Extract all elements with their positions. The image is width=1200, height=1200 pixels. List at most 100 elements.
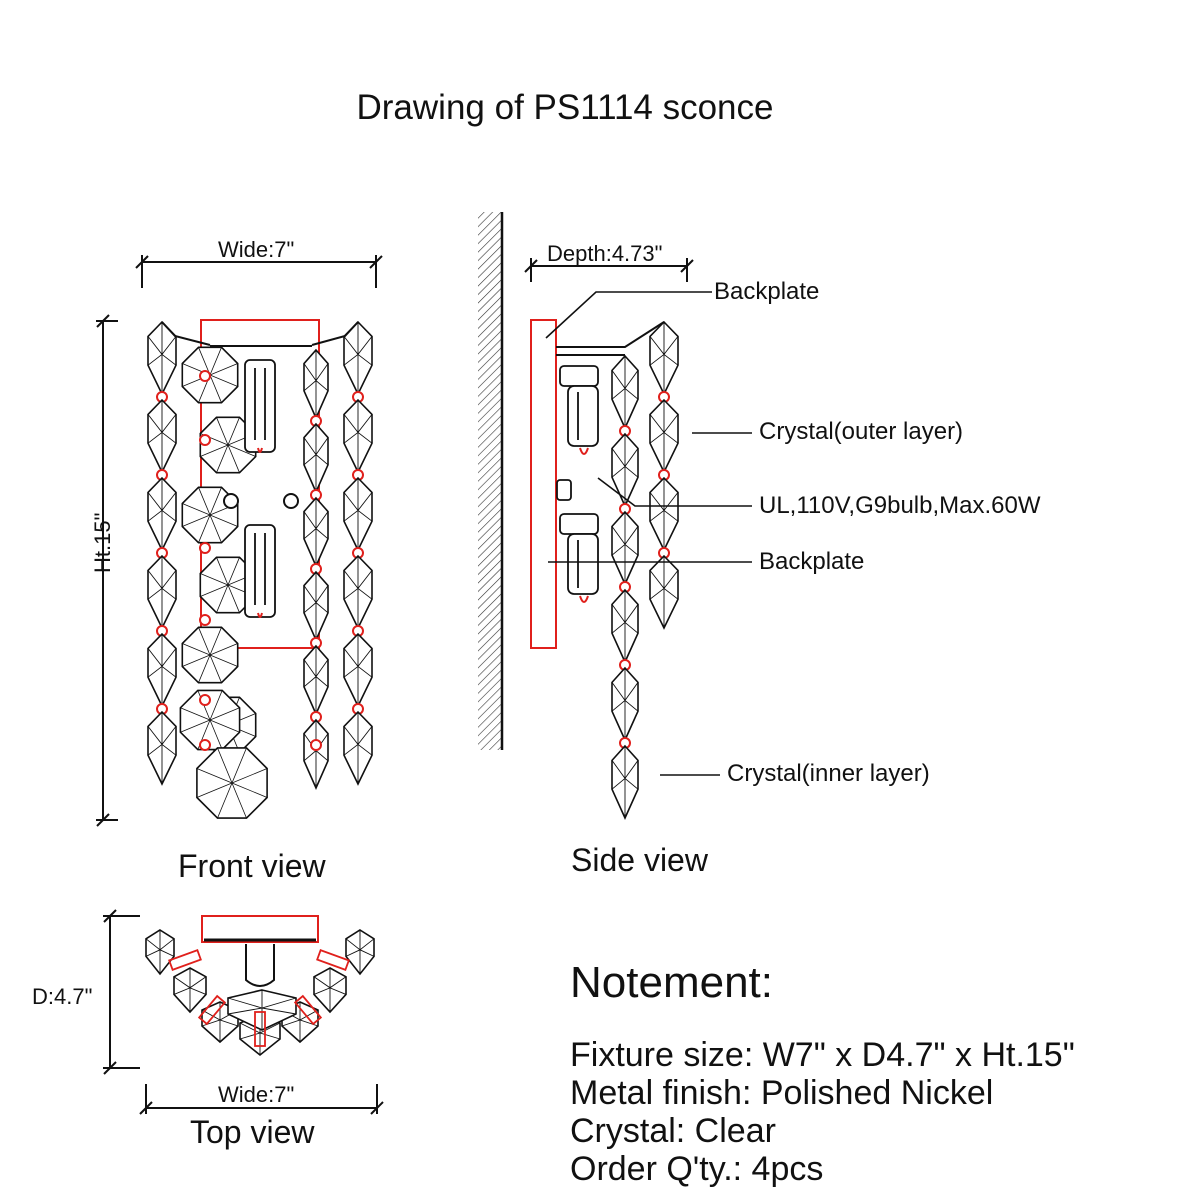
octagon-facet bbox=[182, 654, 211, 667]
octagon-facet bbox=[227, 444, 240, 473]
top-view bbox=[103, 909, 384, 1115]
octagon-facet bbox=[209, 654, 222, 683]
front-width-dimension bbox=[135, 255, 383, 288]
callout-backplate-top: Backplate bbox=[714, 278, 820, 305]
octagon-facet bbox=[198, 487, 211, 516]
octagon-facet bbox=[182, 514, 211, 527]
octagon-facet bbox=[209, 627, 222, 656]
crystal-facet bbox=[145, 930, 175, 974]
side-leader-lines bbox=[545, 291, 752, 776]
crystal-facet bbox=[611, 746, 639, 818]
top-depth-label: D:4.7" bbox=[32, 984, 93, 1009]
octagon-facet bbox=[209, 654, 238, 667]
crystal-facet bbox=[303, 424, 329, 492]
side-depth-label: Depth:4.73" bbox=[547, 241, 663, 266]
octagon-facet bbox=[216, 584, 229, 613]
octagon-facet bbox=[227, 417, 240, 446]
front-crystal-strands bbox=[147, 320, 373, 819]
octagon-facet bbox=[216, 444, 229, 473]
top-canopy bbox=[245, 944, 275, 987]
crystal-facet bbox=[611, 668, 639, 740]
top-width-dimension bbox=[139, 1084, 384, 1115]
crystal-facet bbox=[147, 556, 177, 628]
crystal-facet bbox=[611, 590, 639, 662]
crystal-facet bbox=[343, 712, 373, 784]
crystal-facet bbox=[343, 634, 373, 706]
front-mount-screw bbox=[283, 493, 299, 509]
octagon-facet bbox=[231, 782, 268, 798]
side-crystal-strands bbox=[611, 320, 679, 820]
octagon-facet bbox=[231, 747, 247, 784]
note-fixture-size: Fixture size: W7" x D4.7" x Ht.15" bbox=[570, 1036, 1075, 1074]
crystal-facet bbox=[343, 400, 373, 472]
side-view-label: Side view bbox=[571, 842, 708, 878]
octagon-facet bbox=[217, 747, 233, 784]
octagon-facet bbox=[209, 487, 222, 516]
crystal-facet bbox=[343, 322, 373, 394]
crystal-facet bbox=[345, 930, 375, 974]
callout-crystal-inner: Crystal(inner layer) bbox=[727, 760, 930, 787]
octagon-facet bbox=[209, 363, 238, 376]
front-height-dimension bbox=[96, 314, 118, 827]
crystal-facet bbox=[611, 356, 639, 428]
crystal-facet bbox=[303, 572, 329, 640]
front-view-label: Front view bbox=[178, 848, 326, 884]
octagon-facet bbox=[231, 768, 268, 784]
crystal-ring bbox=[199, 434, 211, 446]
crystal-ring bbox=[199, 694, 211, 706]
crystal-facet bbox=[147, 712, 177, 784]
octagon-facet bbox=[198, 347, 211, 376]
octagon-facet bbox=[198, 514, 211, 543]
crystal-ring bbox=[310, 739, 322, 751]
octagon-facet bbox=[196, 768, 233, 784]
octagon-facet bbox=[180, 719, 211, 733]
crystal-facet bbox=[313, 968, 347, 1012]
note-crystal: Crystal: Clear bbox=[570, 1112, 776, 1150]
side-arm bbox=[556, 321, 665, 356]
front-view bbox=[96, 255, 383, 827]
drawing-title: Drawing of PS1114 sconce bbox=[356, 88, 774, 127]
crystal-facet bbox=[649, 322, 679, 394]
note-order-qty: Order Q'ty.: 4pcs bbox=[570, 1150, 824, 1188]
octagon-facet bbox=[209, 514, 222, 543]
crystal-facet bbox=[649, 400, 679, 472]
side-depth-dimension bbox=[524, 258, 694, 282]
callout-crystal-outer: Crystal(outer layer) bbox=[759, 418, 964, 445]
front-mount-screw-2 bbox=[223, 493, 239, 509]
crystal-facet bbox=[173, 968, 207, 1012]
crystal-facet bbox=[227, 990, 297, 1030]
octagon-facet bbox=[209, 643, 238, 656]
octagon-facet bbox=[200, 444, 229, 457]
front-arms bbox=[161, 321, 359, 347]
crystal-facet bbox=[343, 556, 373, 628]
octagon-facet bbox=[209, 707, 240, 721]
octagon-facet bbox=[216, 417, 229, 446]
octagon-facet bbox=[209, 514, 238, 527]
front-width-label: Wide:7" bbox=[218, 237, 295, 262]
octagon-facet bbox=[216, 557, 229, 586]
octagon-facet bbox=[209, 719, 240, 733]
crystal-facet bbox=[147, 478, 177, 550]
front-bulb-filaments bbox=[257, 447, 263, 618]
top-crystal-ring bbox=[145, 929, 375, 1057]
callout-bulb: UL,110V,G9bulb,Max.60W bbox=[759, 492, 1041, 519]
side-sockets bbox=[556, 365, 599, 595]
octagon-facet bbox=[182, 503, 211, 516]
crystal-facet bbox=[649, 556, 679, 628]
octagon-facet bbox=[196, 782, 233, 798]
octagon-facet bbox=[209, 347, 222, 376]
octagon-facet bbox=[217, 782, 233, 819]
callout-backplate-mid: Backplate bbox=[759, 548, 865, 575]
crystal-facet bbox=[147, 634, 177, 706]
crystal-facet bbox=[611, 434, 639, 506]
octagon-facet bbox=[227, 444, 256, 457]
crystal-facet bbox=[147, 322, 177, 394]
crystal-facet bbox=[343, 478, 373, 550]
crystal-ring bbox=[199, 542, 211, 554]
crystal-ring bbox=[199, 614, 211, 626]
crystal-facet bbox=[649, 478, 679, 550]
side-bulb-filaments bbox=[579, 447, 589, 603]
octagon-facet bbox=[209, 690, 223, 721]
octagon-facet bbox=[209, 374, 238, 387]
